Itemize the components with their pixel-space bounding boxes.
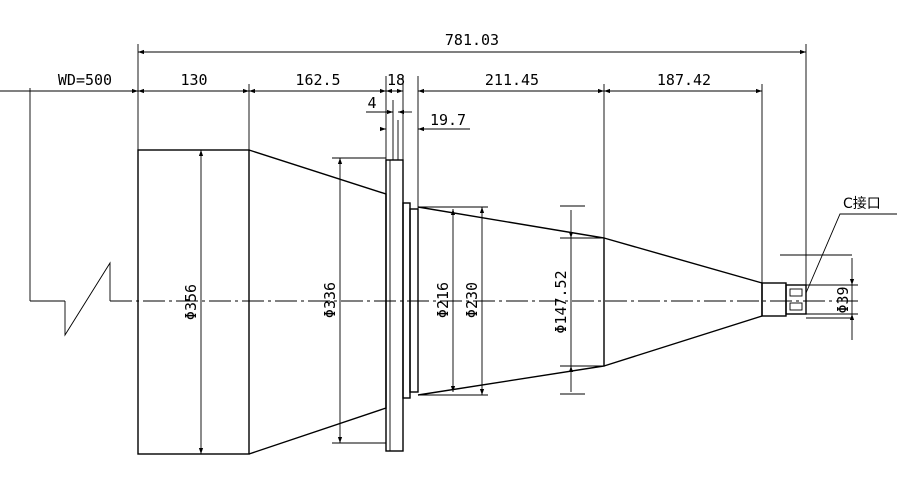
flange-offset-value: 4 bbox=[367, 94, 376, 112]
extension-lines bbox=[137, 44, 852, 395]
seg-3-value: 18 bbox=[387, 71, 405, 89]
mount-dia-value: Φ39 bbox=[834, 286, 852, 313]
overall-length-value: 781.03 bbox=[445, 31, 499, 49]
working-distance-value: WD=500 bbox=[58, 71, 112, 89]
break-symbol bbox=[64, 261, 111, 337]
seg-2-value: 162.5 bbox=[295, 71, 340, 89]
seg-5-value: 187.42 bbox=[657, 71, 711, 89]
mount-label: C接口 bbox=[843, 195, 881, 212]
front-dia-value: Φ356 bbox=[182, 284, 200, 320]
body-dia-value: Φ230 bbox=[463, 282, 481, 318]
lens-body-outline bbox=[137, 149, 807, 455]
seg-4-value: 211.45 bbox=[485, 71, 539, 89]
taper-dia-value: Φ336 bbox=[321, 282, 339, 318]
flange-width-value: 19.7 bbox=[430, 111, 466, 129]
inner-dia-value: Φ216 bbox=[434, 282, 452, 318]
mid-dia-value: Φ147.52 bbox=[552, 270, 570, 333]
mount-leader-line bbox=[805, 213, 897, 294]
seg-1-value: 130 bbox=[180, 71, 207, 89]
